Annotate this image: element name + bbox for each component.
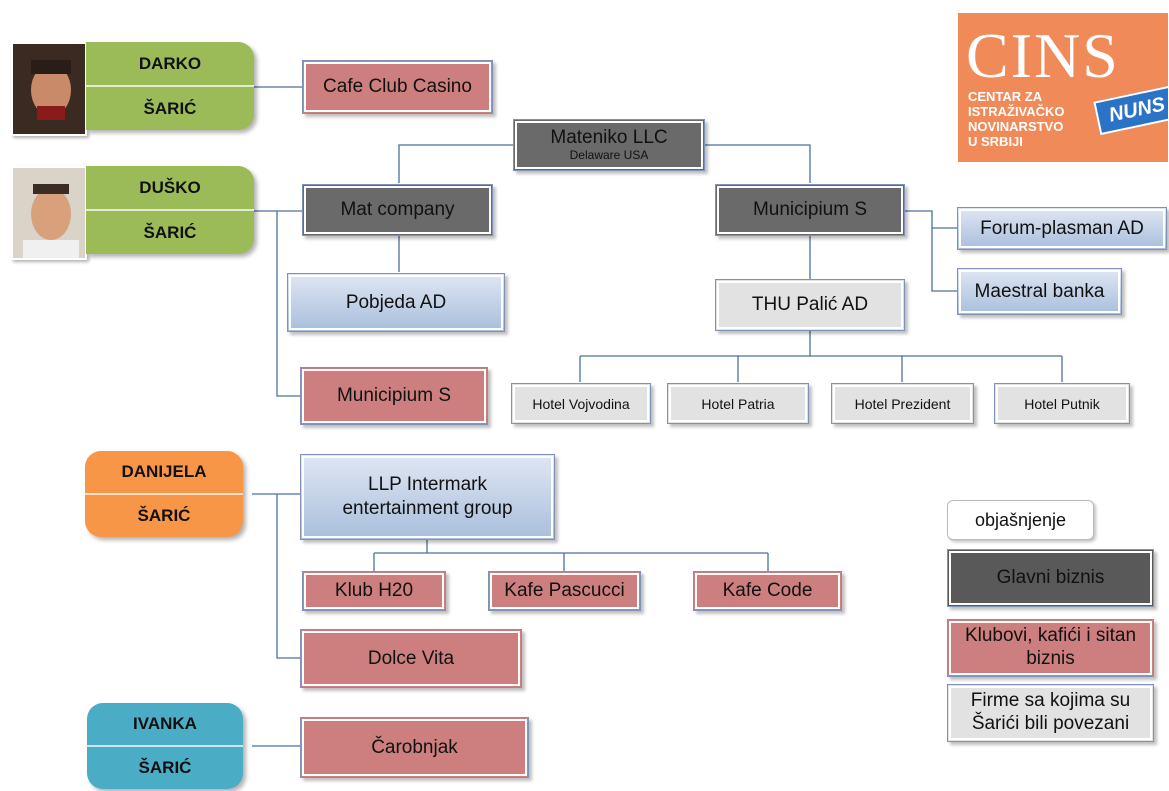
danijela-first-name: DANIJELA: [85, 451, 243, 495]
darko-last-name: ŠARIĆ: [143, 98, 197, 118]
node-kafe-code: Kafe Code: [693, 571, 842, 611]
ivanka-last-name: ŠARIĆ: [138, 758, 192, 777]
node-maestral-banka: Maestral banka: [957, 268, 1122, 315]
node-cafe-club-casino: Cafe Club Casino: [302, 60, 493, 114]
cins-logo-subtitle: CENTAR ZA ISTRAŽIVAČKO NOVINARSTVO U SRB…: [968, 89, 1065, 149]
darko-first-name: DARKO: [86, 42, 254, 87]
legend-clubs: Klubovi, kafići i sitan biznis: [947, 619, 1154, 677]
node-hotel-prezident: Hotel Prezident: [831, 383, 974, 424]
node-municipium-club: Municipium S: [300, 367, 488, 425]
node-dolce-vita: Dolce Vita: [300, 629, 522, 688]
node-llp-intermark: LLP Intermark entertainment group: [300, 454, 555, 540]
node-carobnjak: Čarobnjak: [300, 717, 529, 778]
legend-main-business: Glavni biznis: [947, 549, 1154, 607]
dusko-last-name: ŠARIĆ: [143, 222, 197, 242]
node-hotel-vojvodina: Hotel Vojvodina: [511, 383, 651, 424]
node-klub-h20: Klub H20: [302, 571, 446, 611]
dusko-first-name: DUŠKO: [86, 166, 254, 211]
darko-photo: [11, 42, 87, 136]
node-pobjeda-ad: Pobjeda AD: [287, 273, 505, 332]
mateniko-label: Mateniko LLC: [550, 126, 668, 148]
cins-logo: CINS CENTAR ZA ISTRAŽIVAČKO NOVINARSTVO …: [958, 13, 1168, 162]
node-mat-company: Mat company: [302, 184, 493, 236]
node-hotel-patria: Hotel Patria: [667, 383, 809, 424]
legend-linked-firms: Firme sa kojima su Šarići bili povezani: [947, 684, 1154, 742]
node-thu-palic: THU Palić AD: [715, 279, 905, 331]
node-forum-plasman: Forum-plasman AD: [957, 207, 1167, 250]
legend-title: objašnjenje: [947, 500, 1094, 540]
cins-logo-name: CINS: [966, 20, 1120, 91]
danijela-last-name: ŠARIĆ: [137, 506, 191, 525]
node-kafe-pascucci: Kafe Pascucci: [488, 571, 641, 611]
dusko-photo: [11, 166, 87, 260]
node-mateniko-llc: Mateniko LLC Delaware USA: [513, 119, 705, 171]
node-hotel-putnik: Hotel Putnik: [994, 383, 1130, 424]
ivanka-first-name: IVANKA: [87, 703, 243, 747]
node-municipium-main: Municipium S: [715, 184, 905, 236]
mateniko-sublabel: Delaware USA: [569, 147, 649, 162]
